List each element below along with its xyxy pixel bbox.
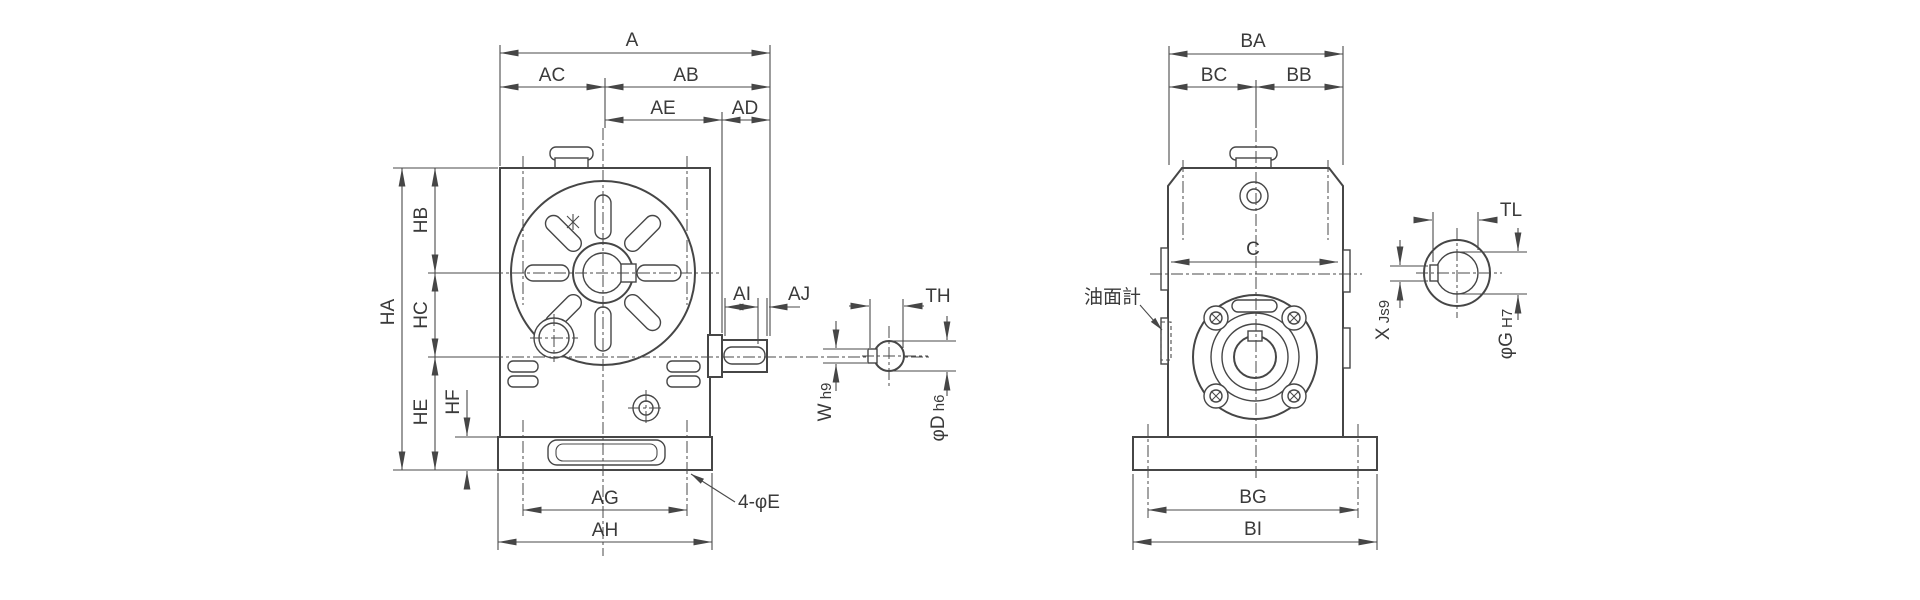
base-channel-inner [555, 443, 658, 462]
front-dims-shaft: AI AJ [724, 284, 810, 344]
oil-gauge-callout: 油面計 [1084, 286, 1163, 331]
dim-label-mount-holes: 4-φE [738, 492, 780, 513]
dim-label-th: TH [925, 286, 950, 307]
dim-d: φD h6 [891, 316, 956, 441]
front-dims-top: A AC AB AE AD [499, 30, 771, 336]
dim-label-g: φG H7 [1496, 309, 1517, 359]
dim-label-ag: AG [591, 488, 618, 509]
front-body [497, 146, 768, 471]
dim-label-w: W h9 [815, 383, 836, 422]
side-dims-top: BA BC BB [1168, 31, 1344, 165]
dim-label-ha: HA [378, 298, 399, 325]
oil-gauge-leader [1139, 304, 1163, 331]
dim-label-a: A [626, 30, 639, 51]
dim-label-ah: AH [592, 520, 618, 541]
front-view: A AC AB AE AD HA HB HC HE HF [378, 30, 932, 556]
side-tab-left-upper [1160, 247, 1169, 291]
side-dim-c: C [1171, 239, 1338, 266]
oil-gauge-label: 油面計 [1084, 286, 1141, 308]
side-tab-left-lower [1160, 317, 1169, 365]
side-tab-right-upper [1342, 249, 1351, 293]
dim-label-he: HE [411, 399, 432, 425]
dim-label-bi: BI [1244, 519, 1262, 540]
dim-label-bg: BG [1239, 487, 1266, 508]
base-channel [547, 439, 666, 466]
dim-label-ad: AD [732, 98, 758, 119]
dim-label-ac: AC [539, 65, 565, 86]
dim-label-x: X Js9 [1373, 300, 1394, 340]
flange-slot [1231, 299, 1278, 313]
dim-label-ai: AI [733, 284, 751, 305]
dim-label-bb: BB [1286, 65, 1311, 86]
side-dims-bottom: BG BI [1132, 474, 1378, 550]
mount-holes-leader [690, 473, 736, 503]
output-bore-keyway [1247, 330, 1263, 342]
shaft-boss [707, 334, 723, 378]
output-shaft [721, 339, 768, 373]
dim-label-hb: HB [411, 207, 432, 233]
side-body [1132, 146, 1378, 471]
side-tab-right-lower [1342, 327, 1351, 369]
oil-gauge [1160, 321, 1172, 361]
dim-label-ba: BA [1240, 31, 1266, 52]
eye-screw-inner [1246, 188, 1262, 204]
side-centerlines [1147, 130, 1362, 518]
vent-slots [507, 360, 701, 388]
dim-label-hc: HC [411, 301, 432, 328]
side-base [1132, 436, 1378, 471]
dim-label-hf: HF [443, 389, 464, 414]
output-bore [1233, 335, 1277, 379]
shaft-section-detail: TH W h9 φD h6 [815, 286, 956, 441]
side-view: BA BC BB C 油面計 BG BI [1084, 31, 1378, 550]
front-dims-left: HA HB HC HE HF [378, 167, 500, 490]
dim-x: X Js9 [1373, 240, 1428, 340]
dim-label-d: φD h6 [928, 395, 949, 442]
shaft-keyway-slot [723, 346, 766, 365]
dim-w: W h9 [815, 321, 867, 421]
dim-label-ab: AB [673, 65, 698, 86]
dim-tl: TL [1413, 200, 1522, 262]
flange-screws [1203, 305, 1307, 409]
dim-label-aj: AJ [788, 284, 810, 305]
bore-section-detail: TL X Js9 φG H7 [1373, 200, 1527, 359]
dim-label-tl: TL [1500, 200, 1522, 221]
dim-label-bc: BC [1201, 65, 1227, 86]
dim-th: TH [849, 286, 951, 348]
dim-label-c: C [1246, 239, 1260, 260]
dim-label-ae: AE [650, 98, 675, 119]
dim-g: φG H7 [1459, 228, 1527, 359]
front-dims-bottom: AG AH 4-φE [497, 473, 780, 550]
reference-mark [566, 214, 580, 230]
